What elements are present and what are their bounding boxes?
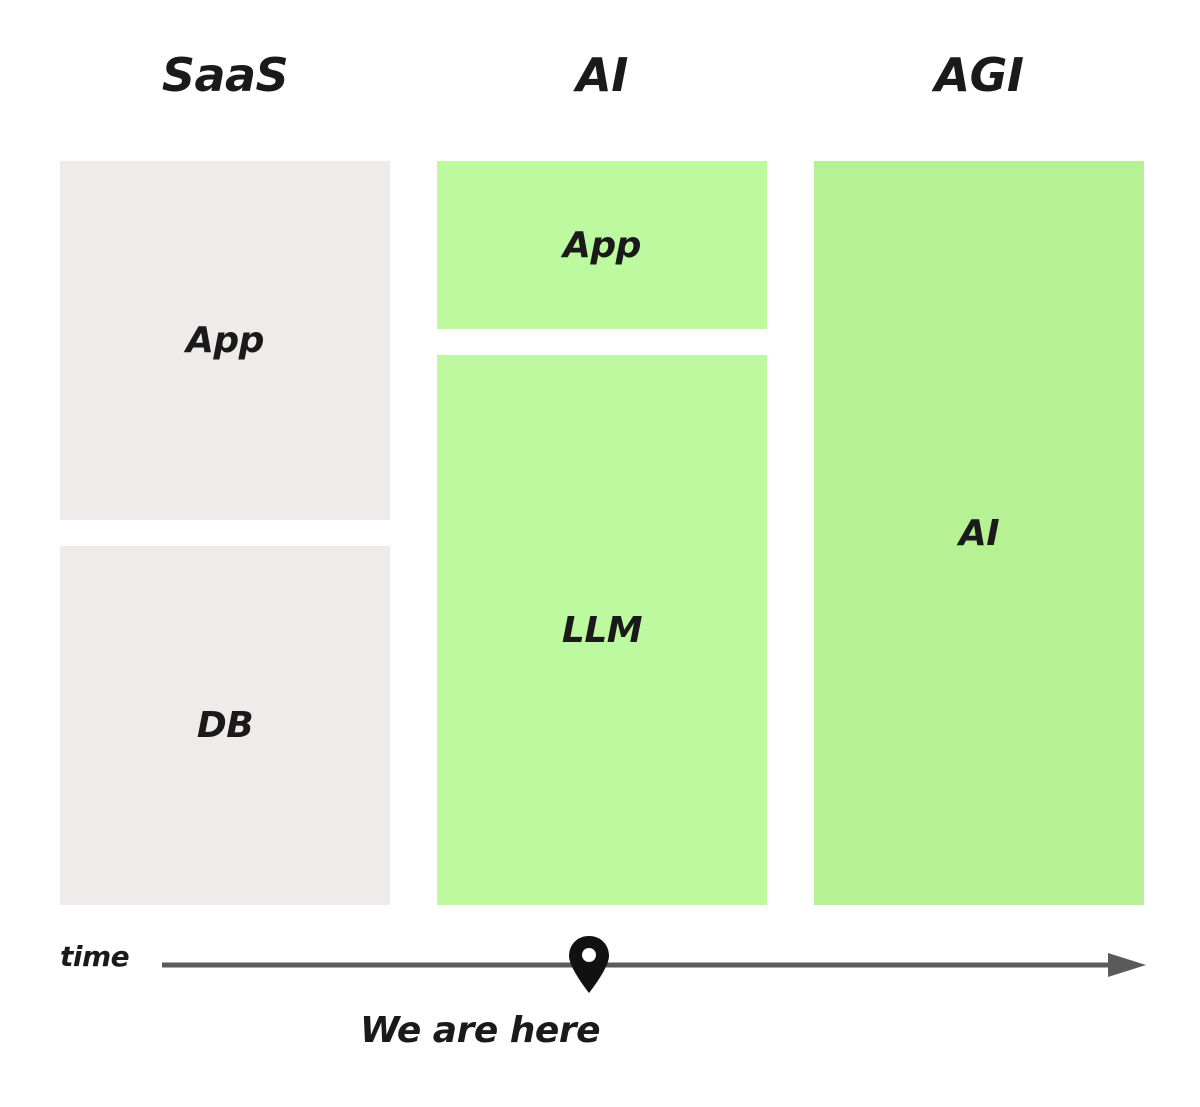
timeline-arrowhead-icon <box>1108 953 1146 977</box>
saas-app-label: App <box>186 320 264 361</box>
ai-llm-label: LLM <box>561 609 643 651</box>
ai-app-label: App <box>563 224 641 266</box>
ai-llm-block: LLM <box>437 355 767 905</box>
saas-app-block: App <box>60 161 390 520</box>
agi-ai-label: AI <box>958 512 1000 554</box>
column-title-ai: AI <box>576 48 628 102</box>
ai-app-block: App <box>437 161 767 329</box>
we-are-here-label: We are here <box>359 1010 601 1051</box>
saas-db-label: DB <box>196 705 254 746</box>
time-axis-label: time <box>60 940 130 973</box>
column-title-saas: SaaS <box>161 48 289 102</box>
agi-ai-block: AI <box>814 161 1144 905</box>
column-title-agi: AGI <box>934 48 1024 102</box>
location-pin-icon <box>569 936 609 993</box>
saas-db-block: DB <box>60 546 390 905</box>
